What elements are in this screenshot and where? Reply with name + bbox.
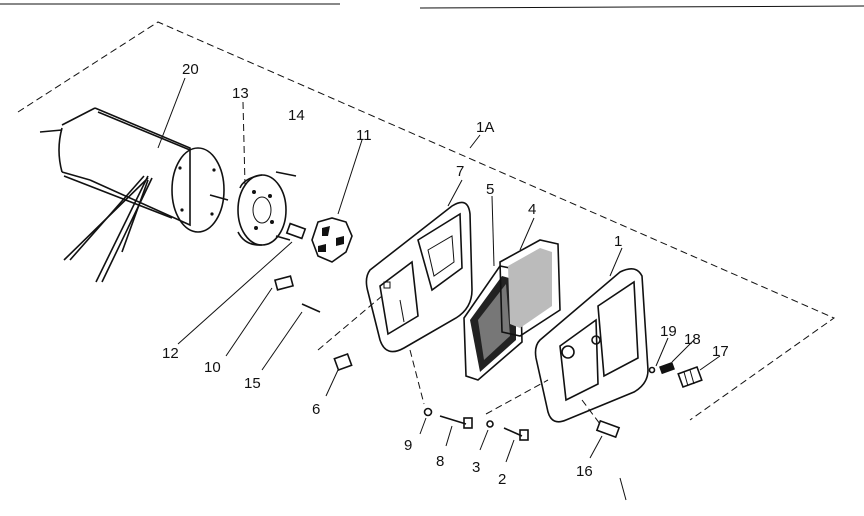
washer-19 — [648, 366, 656, 374]
motor — [39, 107, 229, 283]
callout-14: 14 — [288, 107, 305, 124]
front-frame-1 — [534, 268, 649, 423]
pin-12 — [285, 222, 307, 240]
motor-end-face — [171, 147, 225, 233]
axis-dash-9 — [409, 349, 425, 405]
callout-17: 17 — [712, 343, 729, 360]
leader-4 — [519, 217, 535, 251]
leader-1a — [469, 134, 481, 149]
bracket-10 — [273, 275, 295, 291]
callout-2: 2 — [498, 471, 506, 488]
housing-7 — [365, 201, 473, 353]
axis-dash-16 — [581, 399, 601, 425]
callout-3: 3 — [472, 459, 480, 476]
callout-1: 1 — [614, 233, 622, 250]
callout-5: 5 — [486, 181, 494, 198]
leader-17 — [699, 355, 721, 371]
callout-15: 15 — [244, 375, 261, 392]
screw-2 — [503, 427, 529, 441]
callout-20: 20 — [182, 61, 199, 78]
leader-2 — [505, 439, 515, 463]
coupling — [311, 217, 353, 263]
nut-6 — [333, 352, 353, 372]
leader-7 — [447, 179, 463, 207]
axis-dash-6 — [317, 295, 383, 351]
callout-10: 10 — [204, 359, 221, 376]
spring-18 — [659, 361, 675, 375]
callout-9: 9 — [404, 437, 412, 454]
leader-5 — [491, 195, 495, 267]
knob-16 — [595, 419, 621, 439]
leader-16 — [589, 435, 603, 459]
leader-6 — [325, 369, 339, 397]
top-border-right — [419, 5, 864, 9]
axis-dash-3 — [485, 379, 549, 415]
callout-4: 4 — [528, 201, 536, 218]
filter-pad-4 — [499, 239, 561, 337]
adapter-plate — [237, 174, 287, 246]
screw-15 — [301, 303, 321, 313]
stray-mark — [619, 477, 627, 501]
leader-1 — [609, 247, 623, 277]
bolt-8 — [439, 415, 473, 429]
leader-8 — [445, 425, 453, 447]
knob-17 — [677, 365, 703, 389]
washer-9 — [423, 407, 433, 417]
leader-11 — [337, 139, 363, 215]
callout-18: 18 — [684, 331, 701, 348]
callout-1a: 1A — [476, 119, 494, 136]
screws-14 — [275, 171, 297, 241]
washer-3 — [486, 420, 494, 428]
leader-10 — [225, 287, 273, 357]
grille-5 — [463, 265, 523, 381]
callout-13: 13 — [232, 85, 249, 102]
leader-9 — [419, 417, 427, 435]
leader-13 — [242, 101, 246, 186]
motor-shaft-rear — [39, 129, 63, 133]
leader-3 — [479, 429, 489, 451]
callout-7: 7 — [456, 163, 464, 180]
callout-12: 12 — [162, 345, 179, 362]
leader-18 — [671, 339, 695, 363]
leader-12 — [177, 241, 293, 345]
assembly-outline — [17, 21, 836, 421]
leader-15 — [261, 311, 303, 371]
callout-6: 6 — [312, 401, 320, 418]
callout-11: 11 — [356, 127, 372, 144]
leader-20 — [157, 77, 186, 149]
callout-16: 16 — [576, 463, 593, 480]
motor-shaft-front — [209, 194, 229, 201]
leader-19 — [655, 337, 669, 367]
callout-19: 19 — [660, 323, 677, 340]
callout-8: 8 — [436, 453, 444, 470]
